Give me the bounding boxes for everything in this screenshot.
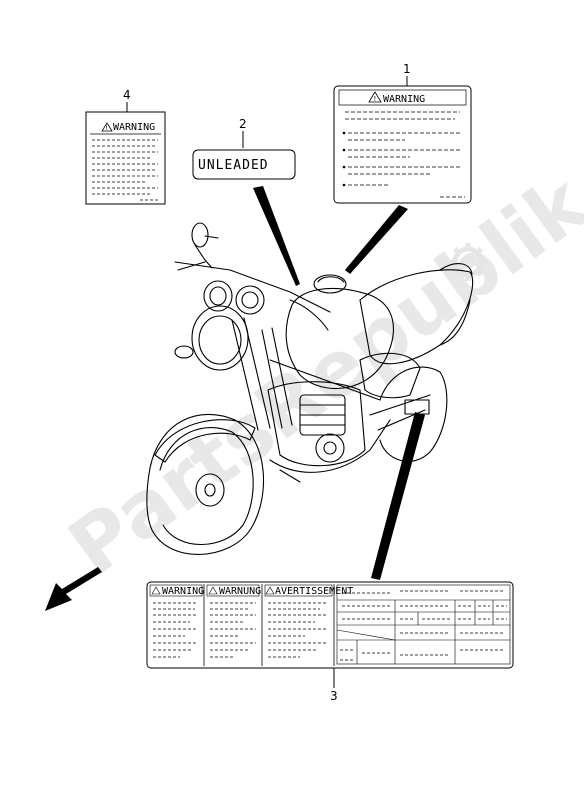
label-3-avertissement-title: AVERTISSEMENT xyxy=(275,586,353,597)
label-3-warning-title: WARNING xyxy=(162,586,204,597)
callout-number-2: 2 xyxy=(239,117,247,131)
warning-triangle-icon: ! xyxy=(101,122,113,132)
label-1-warning: ! WARNING xyxy=(333,85,472,204)
pointer-label-3 xyxy=(371,412,425,580)
label-4-small-warning: ! WARNING xyxy=(85,111,166,205)
arrow-down-left-icon xyxy=(45,567,102,611)
watermark-text: PartsRepublik xyxy=(53,158,584,594)
label-4-title: WARNING xyxy=(113,122,155,133)
motorcycle-illustration xyxy=(146,222,474,555)
label-2-unleaded: UNLEADED xyxy=(192,149,296,180)
pointer-label-1 xyxy=(345,205,408,274)
svg-text:!: ! xyxy=(106,125,108,132)
gear-icon xyxy=(449,243,487,281)
watermark: PartsRepublik xyxy=(53,158,584,594)
svg-text:!: ! xyxy=(374,95,377,103)
label-3-combo: WARNING WARNUNG AVERTISSEMENT xyxy=(146,581,514,669)
warning-triangle-icon: ! xyxy=(368,91,382,103)
pointer-label-2 xyxy=(253,186,300,286)
label-3-warnung-title: WARNUNG xyxy=(219,586,261,597)
label-1-title: WARNING xyxy=(383,94,425,105)
callout-number-1: 1 xyxy=(403,62,411,76)
callout-number-3: 3 xyxy=(330,689,338,703)
callout-number-4: 4 xyxy=(123,88,131,102)
label-2-text: UNLEADED xyxy=(198,158,269,173)
